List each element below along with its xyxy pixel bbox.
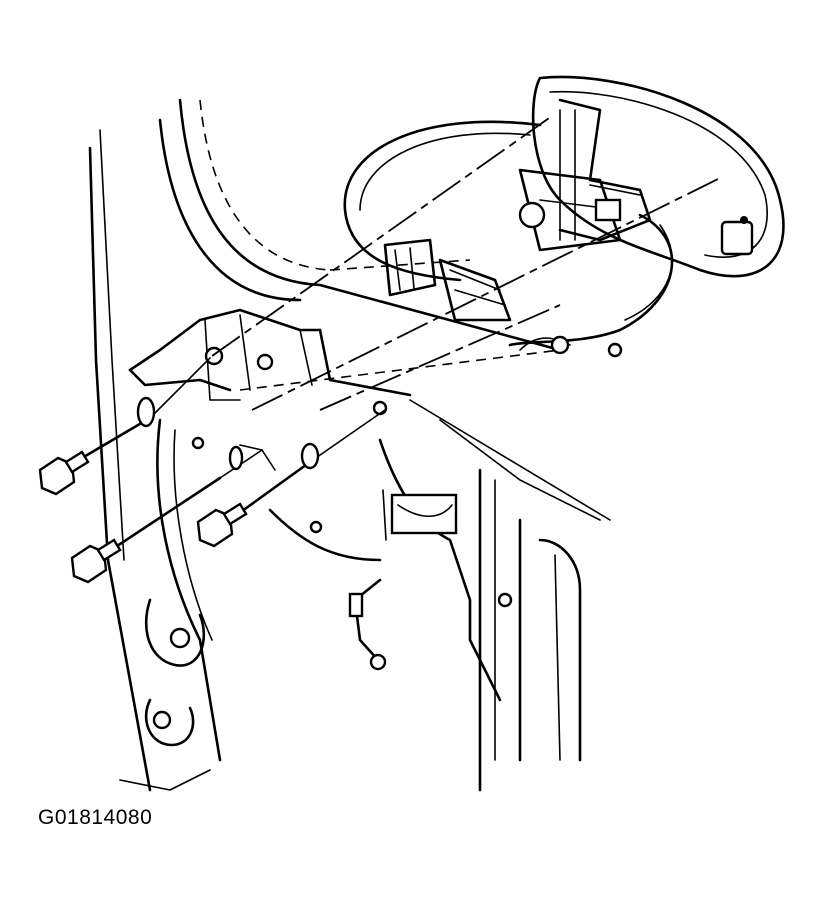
bolt-lower-left bbox=[70, 445, 263, 584]
electrical-connectors bbox=[383, 238, 623, 358]
figure-id-label: G01814080 bbox=[38, 806, 153, 829]
bolt-upper bbox=[38, 357, 211, 496]
handle-mechanism bbox=[518, 98, 652, 252]
latch-bracket bbox=[128, 308, 412, 471]
alignment-lines bbox=[211, 115, 721, 411]
outside-handle-bezel bbox=[531, 75, 785, 278]
bolt-lower-right bbox=[196, 409, 386, 548]
door-frame bbox=[88, 98, 611, 792]
rods-and-cables bbox=[343, 120, 674, 671]
panel-holes bbox=[144, 489, 513, 747]
